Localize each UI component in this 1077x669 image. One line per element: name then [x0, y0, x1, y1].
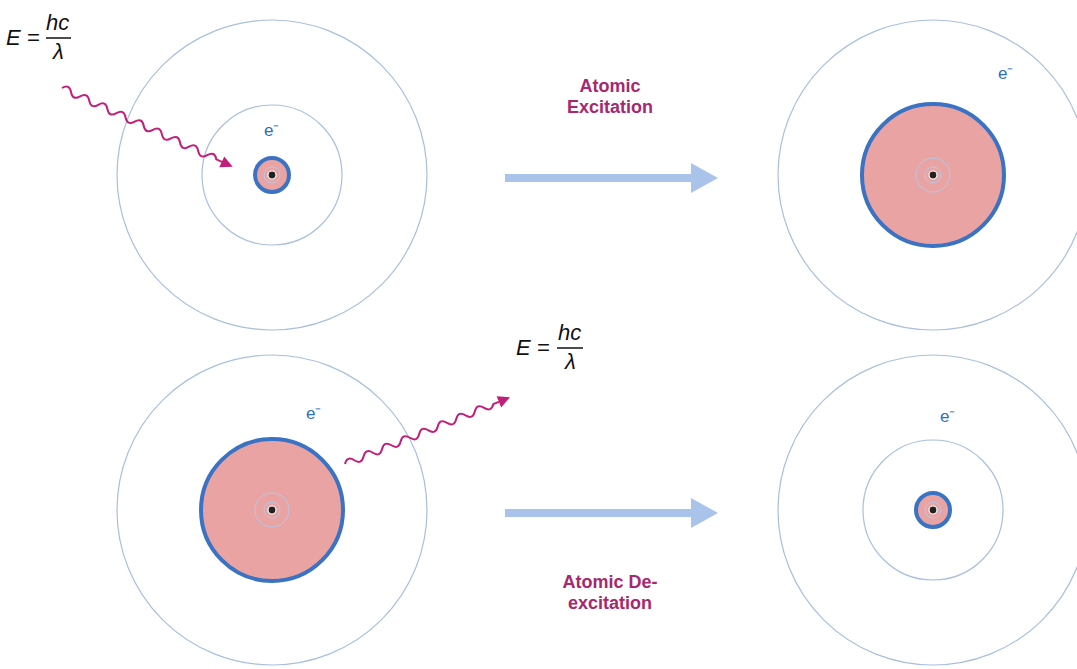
electron-label: e⁻ [940, 407, 955, 427]
photon-wave [343, 392, 513, 470]
formula-text: E = [516, 335, 550, 361]
electron-label: e⁻ [998, 64, 1013, 84]
formula-numerator: hc [558, 320, 581, 346]
electron-label: e⁻ [306, 404, 321, 424]
formula-denominator: λ [53, 39, 64, 65]
fraction-bar [557, 347, 583, 349]
electron-label: e⁻ [264, 121, 279, 141]
atom-ground [117, 20, 427, 330]
fraction-bar [46, 37, 71, 39]
photon-wave [59, 83, 235, 173]
atom-excited [117, 355, 427, 665]
atom-ground [778, 355, 1077, 665]
atom-excited [778, 20, 1077, 330]
process-label: Atomic De-excitation [540, 572, 680, 614]
process-arrow [505, 163, 718, 193]
process-arrow [505, 498, 718, 528]
formula-text: E = [6, 25, 40, 51]
formula-denominator: λ [565, 349, 576, 375]
process-label: Atomic Excitation [540, 76, 680, 118]
formula-numerator: hc [46, 10, 69, 36]
